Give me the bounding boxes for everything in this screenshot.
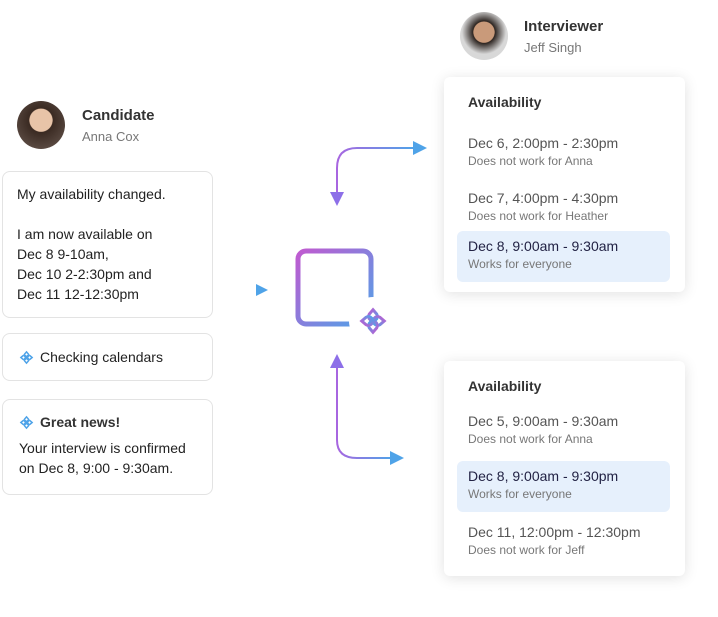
slot-time: Dec 7, 4:00pm - 4:30pm [468, 190, 619, 206]
candidate-name: Anna Cox [82, 129, 140, 144]
interviewer-avatar [460, 12, 508, 60]
calendar-icon [295, 238, 374, 327]
message-line: My availability changed. [17, 186, 166, 202]
message-line: Dec 11 12-12:30pm [17, 286, 139, 302]
message-line: Dec 8 9-10am, [17, 246, 109, 262]
news-line: Your interview is confirmed [19, 440, 186, 456]
slot-time: Dec 5, 9:00am - 9:30am [468, 413, 619, 429]
slot-status: Does not work for Anna [468, 154, 593, 168]
panel-title: Availability [468, 378, 542, 394]
message-line: Dec 10 2-2:30pm and [17, 266, 152, 282]
message-line: I am now available on [17, 226, 153, 242]
news-line: on Dec 8, 9:00 - 9:30am. [19, 460, 174, 476]
slot-status: Works for everyone [468, 257, 572, 271]
slot-time: Dec 8, 9:00am - 9:30pm [468, 468, 619, 484]
candidate-avatar [17, 101, 65, 149]
news-title: Great news! [40, 414, 121, 430]
slot-status: Works for everyone [468, 487, 572, 501]
checking-calendars-card: Checking calendars [2, 333, 213, 381]
candidate-role: Candidate [82, 107, 155, 124]
slot-time: Dec 11, 12:00pm - 12:30pm [468, 524, 641, 540]
checking-label: Checking calendars [40, 349, 163, 365]
panel-title: Availability [468, 94, 542, 110]
slot-status: Does not work for Anna [468, 432, 593, 446]
slot-status: Does not work for Jeff [468, 543, 585, 557]
interviewer-name: Jeff Singh [524, 40, 582, 55]
slot-status: Does not work for Heather [468, 209, 609, 223]
great-news-card: Great news! Your interview is confirmed … [2, 399, 213, 495]
arrow-to-calendar [219, 284, 268, 296]
interviewer-role: Interviewer [524, 18, 604, 35]
candidate-message-card: My availability changed. I am now availa… [2, 171, 213, 318]
arrow-top [336, 147, 414, 195]
slot-time: Dec 8, 9:00am - 9:30am [468, 238, 619, 254]
slot-time: Dec 6, 2:00pm - 2:30pm [468, 135, 619, 151]
